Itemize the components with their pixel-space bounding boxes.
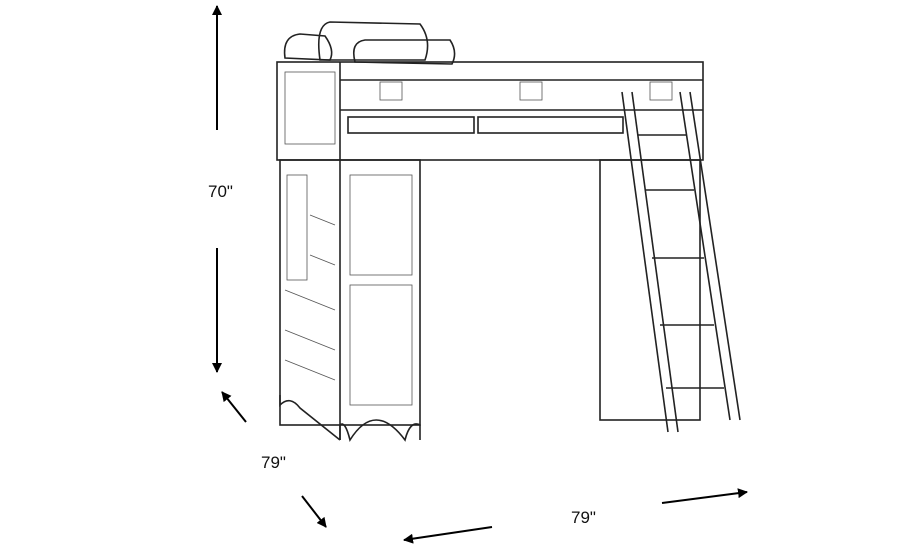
depth-arrow-down [301,495,327,528]
bed [276,21,741,443]
width-dimension-label: 79" [571,508,596,527]
width-arrow-left [403,526,493,544]
width-arrow-right [661,488,748,504]
depth-arrow-up [221,391,247,423]
dimension-arrows [212,5,748,544]
height-dimension-label: 70" [208,182,233,201]
depth-dimension-label: 79" [261,453,286,472]
